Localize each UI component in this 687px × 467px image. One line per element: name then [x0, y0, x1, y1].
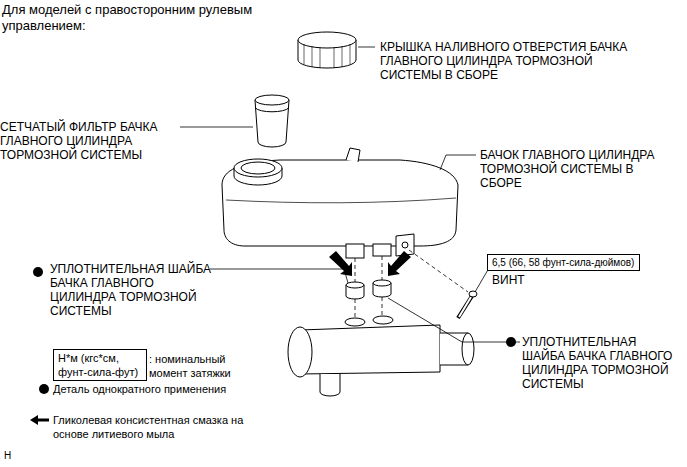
leader-line: [180, 127, 253, 128]
legend-entry: : номинальный момент затяжки: [149, 352, 249, 380]
box-text: 6,5 (66, 58 фунт-сила-дюймов): [492, 256, 635, 269]
cap-ribs: [304, 44, 350, 68]
reservoir-nozzle: [346, 148, 360, 162]
assembly-line: [355, 258, 356, 318]
leader-line: [210, 269, 348, 283]
grease-arrow-symbol: [30, 415, 49, 425]
legend-text: Деталь однократного применения: [53, 382, 226, 396]
grease-arrow: [329, 251, 352, 276]
leader-line: [475, 268, 489, 292]
screw-shank: [459, 297, 471, 317]
cylinder-flange: [288, 327, 312, 377]
part-label: СЕТЧАТЫЙ ФИЛЬТР БАЧКА ГЛАВНОГО ЦИЛИНДРА …: [0, 120, 178, 162]
screw: [458, 296, 472, 318]
reservoir-seam: [226, 198, 456, 203]
cylinder-body: [300, 325, 440, 374]
assembly-line: [382, 256, 383, 316]
reservoir-port: [346, 244, 364, 258]
cap-top: [298, 32, 356, 48]
reservoir-neck-top: [234, 159, 282, 177]
bracket-hole: [402, 242, 408, 248]
figure-code: H: [4, 449, 24, 463]
reservoir-port: [373, 244, 391, 256]
legend-text: : номинальный момент затяжки: [149, 352, 249, 380]
part-label: КРЫШКА НАЛИВНОГО ОТВЕРСТИЯ БАЧКА ГЛАВНОГ…: [380, 40, 630, 82]
grommet-top: [346, 282, 364, 288]
part-label: БАЧОК ГЛАВНОГО ЦИЛИНДРА ТОРМОЗНОЙ СИСТЕМ…: [480, 148, 662, 190]
legend-torque-box: Н*м (кгс*см, фунт-сила-фут): [53, 349, 147, 381]
filter-body: [255, 100, 289, 147]
non-reusable-bullet: [39, 384, 49, 394]
grease-arrow: [388, 251, 411, 276]
part-label: ВИНТ: [492, 273, 552, 287]
reservoir-neck-hole: [241, 162, 275, 174]
leader-line: [440, 155, 476, 170]
filter-ring: [256, 108, 289, 112]
cylinder-end: [462, 333, 474, 365]
torque-box: 6,5 (66, 58 фунт-сила-дюймов): [487, 254, 640, 271]
reservoir-body: [222, 160, 458, 246]
legend-entry: Деталь однократного применения: [53, 382, 293, 396]
diagram-title: Для моделей с правосторонним рулевым упр…: [2, 2, 302, 34]
legend-text: Гликолевая консистентная смазка на основ…: [53, 413, 268, 441]
box-text: Н*м (кгс*см, фунт-сила-фут): [58, 351, 142, 379]
leader-line: [358, 47, 375, 48]
cylinder-boss: [320, 374, 340, 396]
legend-entry: Гликолевая консистентная смазка на основ…: [53, 413, 268, 441]
filter-top: [255, 95, 289, 105]
part-label: УПЛОТНИТЕЛЬНАЯ ШАЙБА БАЧКА ГЛАВНОГО ЦИЛИ…: [522, 335, 682, 391]
cylinder-inlet: [373, 316, 393, 324]
leader-line: [388, 298, 520, 342]
assembly-line: [409, 250, 468, 292]
non-reusable-bullet: [506, 337, 516, 347]
screw-head: [469, 291, 477, 297]
grommet-top: [373, 280, 391, 286]
part-label: УПЛОТНИТЕЛЬНАЯ ШАЙБА БАЧКА ГЛАВНОГО ЦИЛИ…: [50, 262, 222, 318]
cylinder-inlet: [345, 318, 365, 326]
non-reusable-bullet: [33, 267, 43, 277]
